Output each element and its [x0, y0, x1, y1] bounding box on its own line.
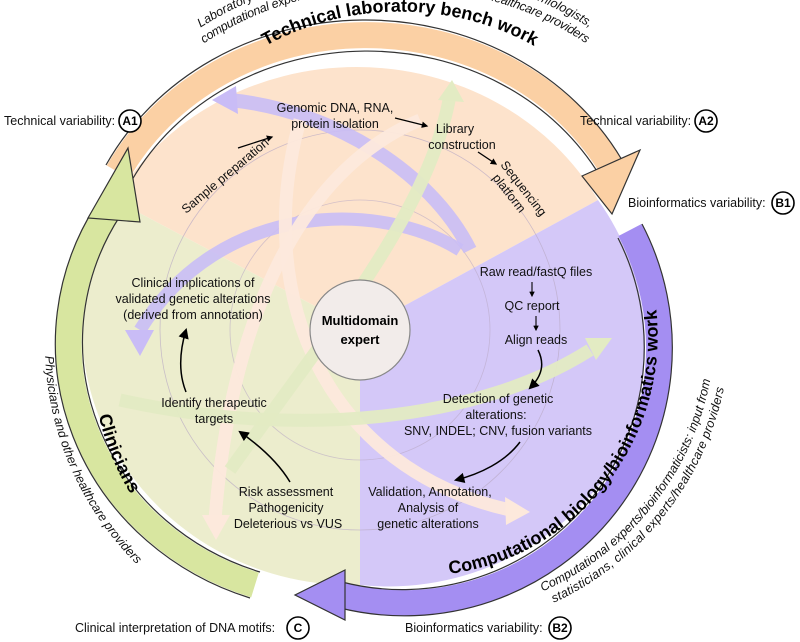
step-detect-line1: Detection of genetic — [443, 392, 554, 406]
badge-a2-text: A2 — [698, 114, 714, 128]
inner-ring-1 — [159, 129, 561, 531]
badge-b2: B2 — [548, 616, 572, 640]
clin-ring-band — [55, 202, 259, 598]
crossflow-arrowhead-purple-top — [212, 86, 238, 114]
crossflow-arrowhead-green-up — [438, 80, 464, 102]
badge-b1-text: B1 — [775, 196, 791, 210]
bench-sector — [115, 66, 598, 330]
badge-c-text: C — [294, 621, 303, 635]
center-circle — [309, 279, 411, 381]
badge-c: C — [286, 616, 310, 640]
step-raw-reads: Raw read/fastQ files — [480, 265, 593, 279]
arrow-isolation-to-library — [394, 117, 429, 128]
bioinf-ring-arrowhead — [293, 569, 346, 621]
clin-ring-edge-inner — [81, 215, 261, 573]
center-label-line1: Multidomain — [322, 313, 399, 328]
step-risk-line2: Pathogenicity — [248, 501, 324, 515]
crossflow-arrow-peach-down — [208, 114, 423, 521]
crossflow-arrow-peach-right — [278, 118, 512, 517]
step-risk-line3: Deleterious vs VUS — [234, 517, 342, 531]
step-implications-line3: (derived from annotation) — [123, 308, 263, 322]
step-isolation-line1: Genomic DNA, RNA, — [277, 101, 394, 115]
badge-a1-text: A1 — [122, 114, 138, 128]
step-qc-report: QC report — [505, 299, 560, 313]
step-targets-line2: targets — [195, 412, 233, 426]
step-validate-line1: Validation, Annotation, — [368, 485, 491, 499]
inner-ring-2 — [229, 199, 491, 461]
variability-b2-label: Bioinformatics variability: — [405, 621, 543, 635]
clin-ring-arrowhead — [87, 146, 141, 223]
bioinf-ring-edge-outer — [339, 223, 673, 617]
arrow-align-to-detect — [528, 349, 543, 390]
badge-a2: A2 — [694, 109, 718, 133]
crossflow-arrowhead-peach-down — [202, 515, 230, 540]
step-validate-line2: Analysis of — [398, 501, 459, 515]
arrow-risk-to-targets — [238, 430, 291, 483]
variability-c-label: Clinical interpretation of DNA motifs: — [75, 621, 275, 635]
arrow-detect-to-validate — [453, 441, 521, 484]
step-library-line2: construction — [428, 138, 495, 152]
step-implications-line1: Clinical implications of — [132, 276, 255, 290]
badge-b1: B1 — [771, 191, 795, 215]
step-detect-line3: SNV, INDEL; CNV, fusion variants — [404, 424, 592, 438]
step-validate-line3: genetic alterations — [377, 517, 478, 531]
crossflow-arrowhead-peach-right — [505, 497, 530, 525]
crossflow-arrowhead-purple-left — [125, 330, 154, 356]
bioinf-ring-edge-inner — [341, 237, 645, 591]
bench-ring-arrowhead — [581, 148, 642, 216]
step-implications-line2: validated genetic alterations — [116, 292, 271, 306]
crossflow-arrow-green-right — [118, 344, 594, 427]
center-label-line2: expert — [340, 332, 380, 347]
step-library-line1: Library — [436, 122, 475, 136]
crossflow-arrowhead-green-right — [585, 338, 612, 360]
step-targets-line1: Identify therapeutic — [161, 396, 267, 410]
arrow-library-to-sequencing — [477, 151, 498, 165]
bench-ring-edge-inner — [131, 50, 601, 181]
variability-a1-label: Technical variability: — [4, 114, 115, 128]
step-align-reads: Align reads — [505, 333, 568, 347]
arrow-targets-to-implications — [178, 327, 189, 393]
variability-b1-label: Bioinformatics variability: — [628, 196, 766, 210]
badge-b2-text: B2 — [552, 621, 568, 635]
variability-a2-label: Technical variability: — [580, 114, 691, 128]
step-isolation-line2: protein isolation — [291, 117, 379, 131]
bioinf-ring-band — [336, 223, 672, 617]
step-detect-line2: alterations: — [465, 408, 526, 422]
arrow-sample-to-isolation — [237, 135, 274, 149]
badge-a1: A1 — [118, 109, 142, 133]
step-risk-line1: Risk assessment — [239, 485, 334, 499]
bench-ring-edge-outer — [105, 19, 623, 166]
bench-ring-band — [106, 22, 624, 179]
clin-ring-edge-outer — [54, 204, 251, 599]
